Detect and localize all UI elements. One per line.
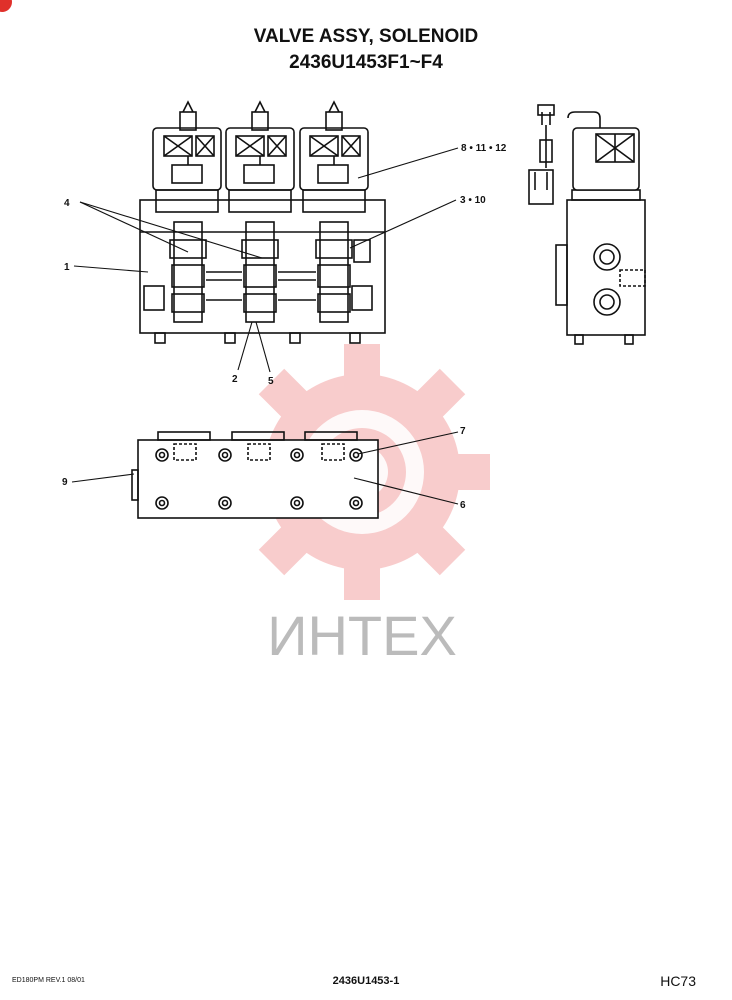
watermark-text: ИНТЕХ (267, 604, 457, 667)
callout-4: 4 (64, 198, 70, 209)
callout-1: 1 (64, 262, 70, 273)
solenoid-right (299, 100, 369, 213)
callout-5: 5 (268, 376, 274, 387)
bottom-view (131, 431, 379, 519)
front-view (139, 100, 386, 344)
drawing-number: 2436U1453-1 (332, 975, 400, 987)
cartridges (169, 221, 353, 323)
page-title: VALVE ASSY, SOLENOID (253, 26, 479, 47)
callout-6: 6 (460, 500, 466, 511)
solenoid-middle (225, 100, 295, 213)
side-view (528, 104, 646, 345)
callout-2: 2 (232, 374, 238, 385)
page-code: HC73 (660, 973, 696, 989)
callout-7: 7 (460, 426, 466, 437)
callout-8-11-12: 8 • 11 • 12 (461, 143, 507, 154)
revision-note: ED180PM REV.1 08/01 (12, 977, 85, 984)
callout-3-10: 3 • 10 (460, 195, 486, 206)
callout-9: 9 (62, 477, 68, 488)
corner-badge (0, 0, 12, 12)
leader-lines (71, 147, 459, 505)
solenoid-left (152, 100, 222, 213)
part-range: 2436U1453F1~F4 (289, 52, 443, 73)
